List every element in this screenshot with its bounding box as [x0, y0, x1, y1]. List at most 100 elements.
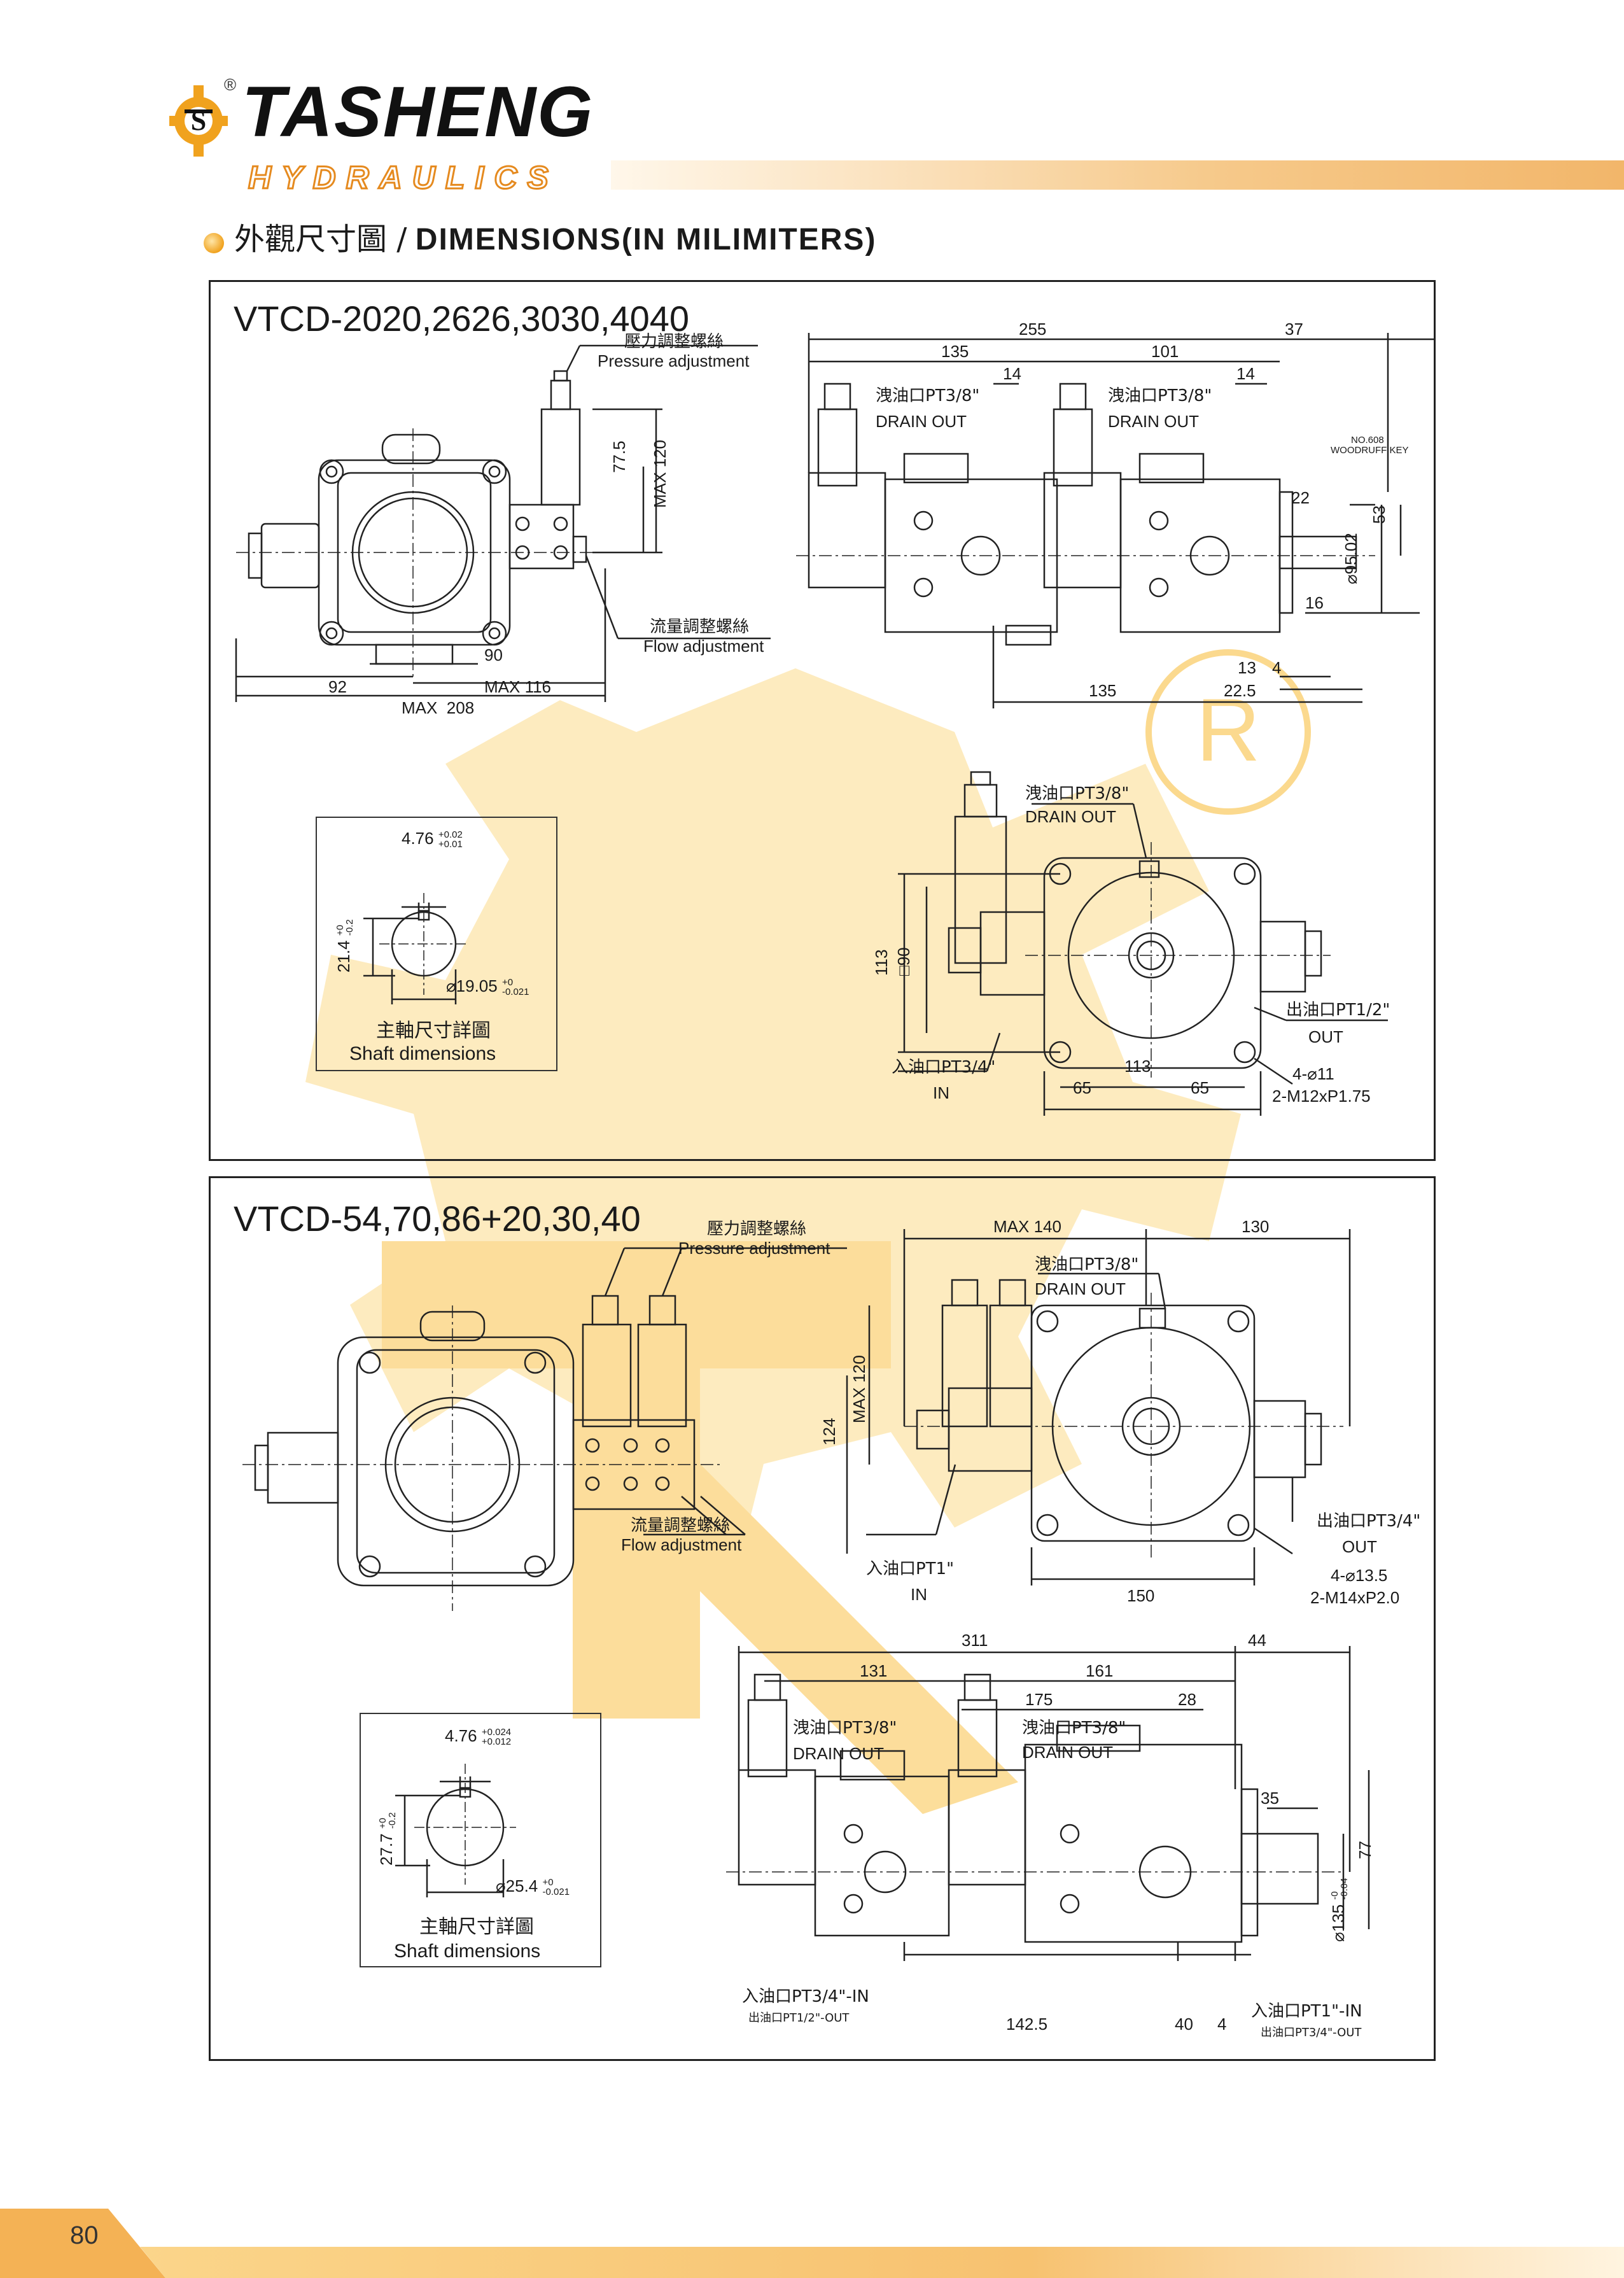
- dim-113-h: 113: [1124, 1057, 1151, 1076]
- shaft-dia-tol-dn: -0.021: [542, 1887, 570, 1898]
- tasheng-logo-icon: S: [169, 85, 228, 157]
- shaft-height: 21.4 +0 -0.2: [334, 919, 356, 973]
- out-en: OUT: [1308, 1027, 1343, 1046]
- shaft-height-tol-up: +0: [377, 1818, 389, 1829]
- shaft-dia-value: ⌀19.05: [446, 976, 498, 995]
- in-zh: 入油口PT1": [866, 1559, 955, 1578]
- pressure-adjust-zh: 壓力調整螺絲: [707, 1220, 807, 1239]
- dim-311: 311: [962, 1631, 988, 1650]
- dim-14-b: 14: [1236, 364, 1255, 383]
- flow-adjust-zh: 流量調整螺絲: [650, 617, 750, 636]
- end-drain-en: DRAIN OUT: [1035, 1279, 1126, 1298]
- dim-53: 53: [1369, 505, 1389, 524]
- dim-13: 13: [1238, 658, 1256, 677]
- dim-161: 161: [1086, 1661, 1114, 1680]
- drain-zh-2: 洩油口PT3/8": [1108, 386, 1212, 405]
- drain-zh-2: 洩油口PT3/8": [1022, 1719, 1126, 1738]
- dim-92: 92: [328, 677, 347, 696]
- shaft-height-tol-dn: -0.2: [344, 919, 356, 936]
- panel1-drawings: [235, 333, 1434, 1116]
- brand-name: TASHENG: [242, 72, 594, 151]
- woodruff-key-2: WOODRUFF KEY: [1331, 445, 1409, 456]
- dim-22: 22: [1291, 488, 1310, 507]
- shaft-detail-drawing: [363, 893, 468, 1004]
- dim-4: 4: [1272, 658, 1282, 677]
- end-drain-zh: 洩油口PT3/8": [1025, 784, 1130, 803]
- dim-dia-135-tol-dn: -0.04: [1339, 1878, 1350, 1900]
- pressure-adjust-zh: 壓力調整螺絲: [624, 332, 724, 351]
- shaft-caption-en: Shaft dimensions: [349, 1043, 496, 1064]
- dim-4: 4: [1217, 2014, 1227, 2034]
- footer-accent-bar: [0, 2209, 1624, 2278]
- dim-175: 175: [1025, 1690, 1053, 1709]
- out-zh: 出油口PT3/4": [1317, 1512, 1421, 1531]
- shaft-key-tol-dn: +0.01: [438, 839, 463, 850]
- dim-65-b: 65: [1191, 1078, 1209, 1097]
- dim-40: 40: [1175, 2014, 1193, 2034]
- dim-16: 16: [1305, 593, 1324, 612]
- dim-dia-135-tol-up: -0: [1329, 1891, 1341, 1900]
- dim-35: 35: [1261, 1789, 1279, 1808]
- shaft-height-tol-dn: -0.2: [387, 1812, 398, 1829]
- shaft-detail-box: [316, 817, 557, 1071]
- dim-130: 130: [1242, 1217, 1270, 1236]
- dim-14-a: 14: [1003, 364, 1021, 383]
- out-left-zh: 出油口PT1/2"-OUT: [748, 2011, 850, 2025]
- dim-77: 77: [1355, 1841, 1375, 1859]
- page-number: 80: [70, 2221, 99, 2249]
- panel-vtcd-small: VTCD-2020,2626,3030,4040: [209, 280, 1436, 1161]
- panel-title: VTCD-2020,2626,3030,4040: [234, 299, 690, 339]
- shaft-dia-tol-up: +0: [501, 977, 514, 988]
- shaft-key-tol-up: +0.02: [438, 829, 463, 841]
- end-view-drawing: [898, 771, 1388, 1116]
- shaft-key-width-value: 4.76: [402, 829, 434, 848]
- out-zh: 出油口PT1/2": [1286, 1001, 1390, 1020]
- dim-150: 150: [1127, 1586, 1155, 1605]
- dim-135-b: 135: [1089, 681, 1117, 700]
- side-view-drawing: [796, 333, 1434, 708]
- panel-title: VTCD-54,70,86+20,30,40: [234, 1199, 641, 1239]
- dim-max-116: MAX 116: [484, 677, 552, 696]
- dim-dia-135: ⌀135 -0 -0.04: [1329, 1878, 1350, 1942]
- shaft-caption-zh: 主軸尺寸詳圖: [376, 1020, 491, 1042]
- in-left-zh: 入油口PT3/4"-IN: [742, 1987, 869, 2006]
- dim-113-v: 113: [872, 949, 891, 976]
- woodruff-key-1: NO.608: [1351, 435, 1384, 446]
- end-drain-en: DRAIN OUT: [1025, 807, 1116, 826]
- shaft-height: 27.7 +0 -0.2: [377, 1812, 398, 1866]
- brand-subtitle: HYDRAULICS: [248, 160, 559, 195]
- shaft-dia-tol-up: +0: [542, 1877, 554, 1888]
- front-view-drawing: [235, 344, 771, 702]
- in-right-zh: 入油口PT1"-IN: [1251, 2002, 1362, 2021]
- shaft-height-value: 27.7: [377, 1833, 396, 1866]
- drain-en-2: DRAIN OUT: [1108, 412, 1199, 431]
- drain-en-2: DRAIN OUT: [1022, 1743, 1113, 1762]
- dim-37: 37: [1285, 320, 1303, 339]
- side-view-drawing: [726, 1646, 1370, 1961]
- shaft-height-value: 21.4: [334, 940, 353, 973]
- pressure-adjust-en: Pressure adjustment: [678, 1239, 830, 1258]
- shaft-detail-drawing: [395, 1764, 516, 1897]
- dim-142-5: 142.5: [1006, 2014, 1048, 2034]
- shaft-detail-box: [360, 1713, 601, 1967]
- dim-65-a: 65: [1073, 1078, 1091, 1097]
- in-zh: 入油口PT3/4": [892, 1058, 996, 1077]
- shaft-key-width: 4.76 +0.02 +0.01: [402, 829, 463, 849]
- dim-135: 135: [941, 342, 969, 361]
- thread-m14: 2-M14xP2.0: [1310, 1588, 1400, 1607]
- flow-adjust-en: Flow adjustment: [621, 1535, 742, 1554]
- section-title: 外觀尺寸圖 / DIMENSIONS(IN MILIMITERS): [234, 224, 876, 255]
- shaft-height-tol-up: +0: [335, 925, 346, 936]
- shaft-dia: ⌀19.05 +0 -0.021: [446, 976, 529, 998]
- dim-max-120: MAX 120: [850, 1355, 869, 1423]
- flow-adjust-zh: 流量調整螺絲: [631, 1516, 731, 1535]
- dim-255: 255: [1019, 320, 1047, 339]
- out-en: OUT: [1342, 1537, 1377, 1556]
- dim-max-140: MAX 140: [993, 1217, 1061, 1236]
- shaft-dia-tol-dn: -0.021: [501, 987, 529, 998]
- shaft-key-tol-dn: +0.012: [481, 1736, 512, 1748]
- dim-dia-135-value: ⌀135: [1329, 1904, 1348, 1942]
- section-title-en: DIMENSIONS(IN MILIMITERS): [415, 223, 877, 257]
- dim-90: 90: [484, 645, 503, 664]
- dim-max-120: MAX 120: [650, 440, 669, 508]
